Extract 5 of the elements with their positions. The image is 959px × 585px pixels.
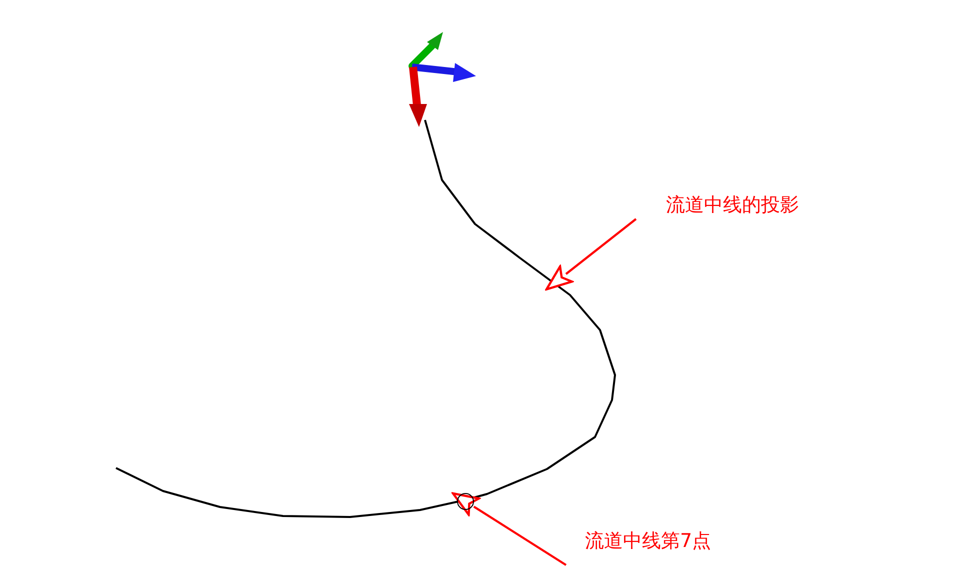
centerline-curve — [116, 120, 616, 518]
leader-arrow — [545, 218, 637, 290]
annotation-text: 流道中线第7点 — [585, 529, 712, 553]
leader-arrow — [452, 492, 567, 566]
annotation-text: 流道中线的投影 — [666, 193, 799, 217]
